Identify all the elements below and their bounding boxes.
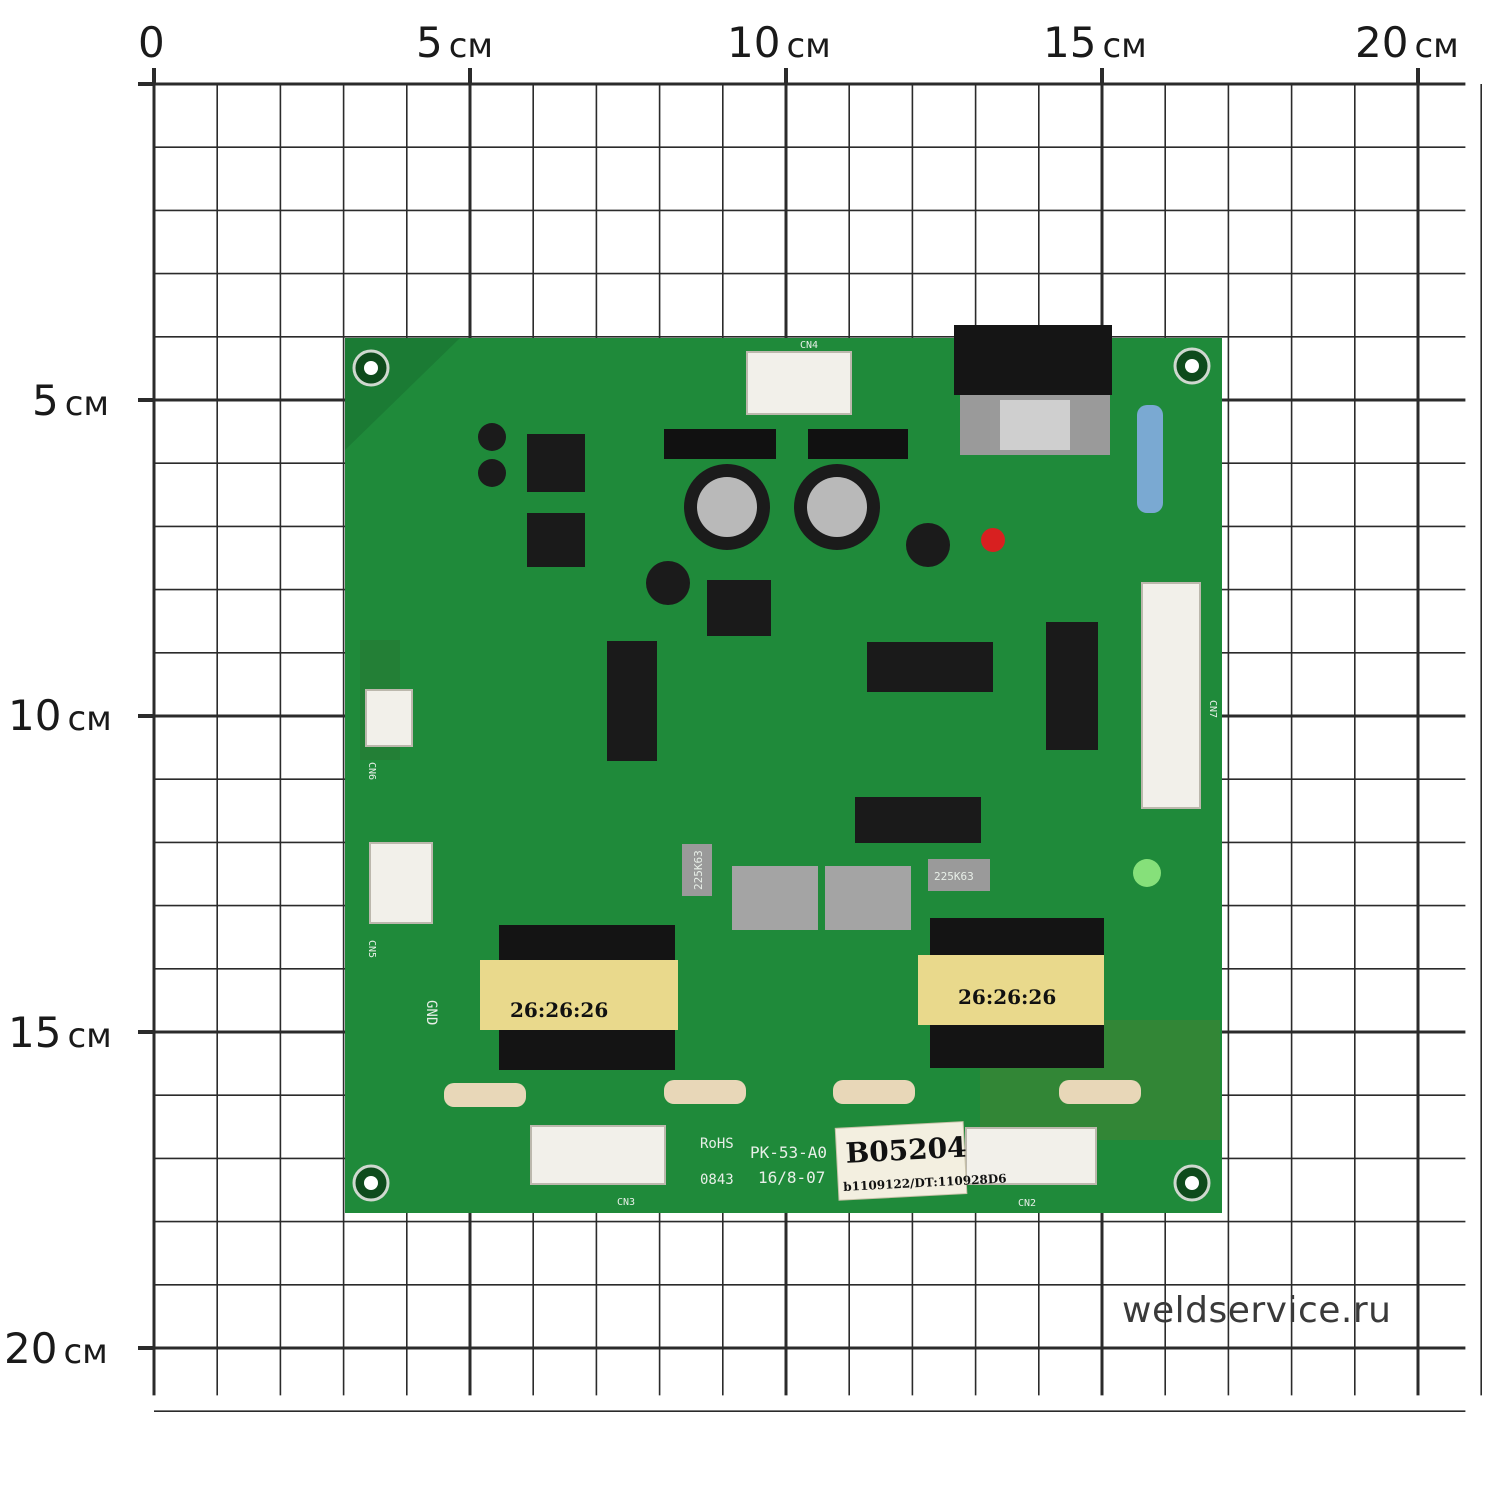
x-tick-0: 0 bbox=[138, 18, 165, 67]
silk-model: PK-53-A0 bbox=[750, 1143, 827, 1162]
resistor-r43 bbox=[444, 1083, 526, 1107]
mount-hole-br-center bbox=[1185, 1176, 1199, 1190]
transformer-t1-label bbox=[480, 960, 678, 1030]
transformer-t2-label bbox=[918, 955, 1104, 1025]
cap-film-right bbox=[928, 859, 990, 891]
cap-electrolytic-1-top bbox=[697, 477, 757, 537]
resistor-r45 bbox=[1137, 405, 1163, 513]
mount-hole-tl-center bbox=[364, 361, 378, 375]
transformer-t2: 26:26:26 bbox=[918, 918, 1104, 1068]
silk-code: 0843 bbox=[700, 1172, 734, 1188]
resistor-r41 bbox=[833, 1080, 915, 1104]
silk-cn3: CN3 bbox=[617, 1197, 635, 1208]
ic-u5 bbox=[527, 434, 585, 492]
transformer-t1-text: 26:26:26 bbox=[510, 998, 608, 1022]
connector-cn5 bbox=[369, 842, 433, 924]
led-red bbox=[981, 528, 1005, 552]
silk-cn4: CN4 bbox=[800, 340, 818, 351]
pcb-board: 225K63 225K63 26:26:26 26:26:26 B05204 b… bbox=[345, 325, 1222, 1213]
cap-electrolytic-6 bbox=[478, 459, 506, 487]
transformer-t2-text: 26:26:26 bbox=[958, 985, 1056, 1009]
ic-u3-regulator bbox=[707, 580, 771, 636]
cap-film-left bbox=[682, 844, 712, 896]
ruler-ticks bbox=[138, 68, 1420, 1350]
ic-u8 bbox=[1046, 622, 1098, 750]
cap-film-left-text: 225K63 bbox=[692, 850, 705, 890]
resistor-r42 bbox=[664, 1080, 746, 1104]
silk-date: 16/8-07 bbox=[758, 1168, 825, 1187]
led-green bbox=[1133, 859, 1161, 887]
regulator-bolt bbox=[1000, 400, 1070, 450]
cap-electrolytic-3 bbox=[646, 561, 690, 605]
heatsink bbox=[954, 325, 1112, 395]
transformer-t1: 26:26:26 bbox=[480, 925, 678, 1070]
cap-electrolytic-4 bbox=[906, 523, 950, 567]
silk-cn5: CN5 bbox=[366, 940, 377, 958]
cap-electrolytic-5 bbox=[478, 423, 506, 451]
bridge-rectifier-br2 bbox=[664, 429, 776, 459]
silk-cn6: CN6 bbox=[366, 762, 377, 780]
connector-cn7 bbox=[1141, 582, 1201, 809]
resistor-r40 bbox=[1059, 1080, 1141, 1104]
mosfet-1 bbox=[732, 866, 818, 930]
watermark-text: weldservice.ru bbox=[1122, 1290, 1392, 1331]
serial-sticker-main: B05204 bbox=[845, 1131, 968, 1170]
ic-cd4073 bbox=[607, 641, 657, 761]
serial-sticker-paper bbox=[834, 1121, 968, 1201]
ic-u1 bbox=[527, 513, 585, 567]
connector-cn4 bbox=[746, 351, 852, 415]
cap-film-right-text: 225K63 bbox=[934, 870, 974, 883]
silk-cn2: CN2 bbox=[1018, 1198, 1036, 1209]
mosfet-2 bbox=[825, 866, 911, 930]
connector-cn2 bbox=[965, 1127, 1097, 1185]
cap-electrolytic-2-top bbox=[807, 477, 867, 537]
mount-hole-tr-center bbox=[1185, 359, 1199, 373]
connector-cn6 bbox=[365, 689, 413, 747]
ic-ka3525 bbox=[867, 642, 993, 692]
silk-cn7: CN7 bbox=[1207, 700, 1218, 718]
serial-sticker: B05204 b1109122/DT:110928D6 bbox=[834, 1121, 1007, 1201]
bridge-rectifier-br1 bbox=[808, 429, 908, 459]
silk-rohs: RoHS bbox=[700, 1136, 734, 1152]
silk-gnd: GND bbox=[423, 1000, 439, 1025]
connector-cn3 bbox=[530, 1125, 666, 1185]
mount-hole-bl-center bbox=[364, 1176, 378, 1190]
ic-cd4050 bbox=[855, 797, 981, 843]
